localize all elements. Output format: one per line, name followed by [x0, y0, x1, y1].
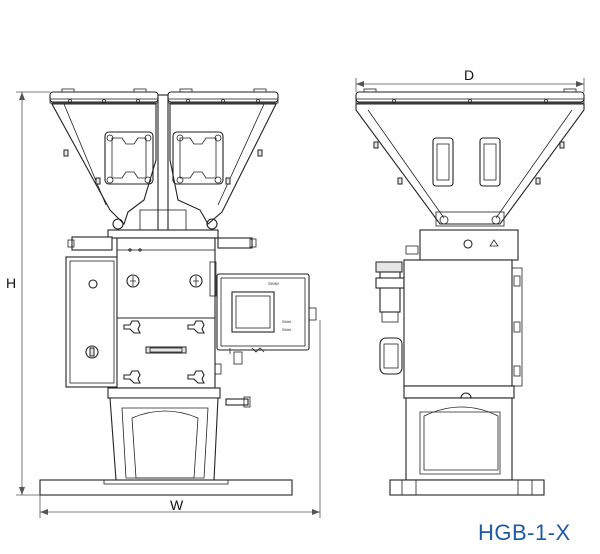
- dimension-lines: [16, 78, 585, 518]
- side-window: [479, 137, 501, 187]
- side-base-plate: [389, 479, 545, 496]
- left-connector: [71, 236, 113, 251]
- bracket: [257, 149, 263, 157]
- touch-screen[interactable]: [231, 291, 275, 333]
- depth-label: D: [464, 67, 474, 83]
- side-hopper-lid: [355, 91, 585, 103]
- side-main-cabinet: [403, 259, 513, 387]
- right-connector: [217, 237, 253, 249]
- panel-small-left: Shini: [282, 319, 291, 324]
- bracket: [225, 177, 231, 185]
- model-label: HGB-1-X: [478, 520, 571, 545]
- center-divider: [157, 94, 169, 236]
- bracket: [63, 149, 69, 157]
- keyhole-icon: [85, 345, 99, 359]
- hopper-lid-left: [49, 88, 159, 104]
- lifting-eye: [206, 218, 218, 230]
- bracket: [95, 177, 101, 185]
- width-label: W: [170, 497, 184, 513]
- panel-brand: SHINI: [268, 281, 279, 286]
- height-label: H: [6, 275, 16, 291]
- hopper-lid-right: [167, 88, 279, 104]
- weigh-body: [116, 237, 217, 389]
- side-window: [432, 137, 454, 187]
- stand: [107, 387, 221, 481]
- fan-icon: [379, 337, 403, 375]
- air-regulator: [375, 261, 405, 323]
- panel-small-right: Shini: [282, 327, 291, 332]
- front-view: SHINI Shini Shini: [39, 88, 317, 496]
- side-view: [355, 88, 585, 496]
- lifting-eye: [112, 218, 124, 230]
- base-plate: [39, 479, 293, 496]
- electrical-cabinet: [65, 256, 119, 388]
- control-panel: SHINI Shini Shini: [216, 273, 317, 365]
- side-upper-body: [419, 229, 519, 261]
- hopper-left: [51, 103, 157, 226]
- side-hopper: [355, 103, 585, 225]
- emergency-stop-icon: [88, 279, 98, 289]
- panel-side-port: [308, 307, 317, 321]
- valve-bar: [107, 229, 219, 239]
- hopper-right: [169, 103, 277, 225]
- outlet-pipe: [225, 398, 249, 406]
- side-stand: [405, 397, 513, 481]
